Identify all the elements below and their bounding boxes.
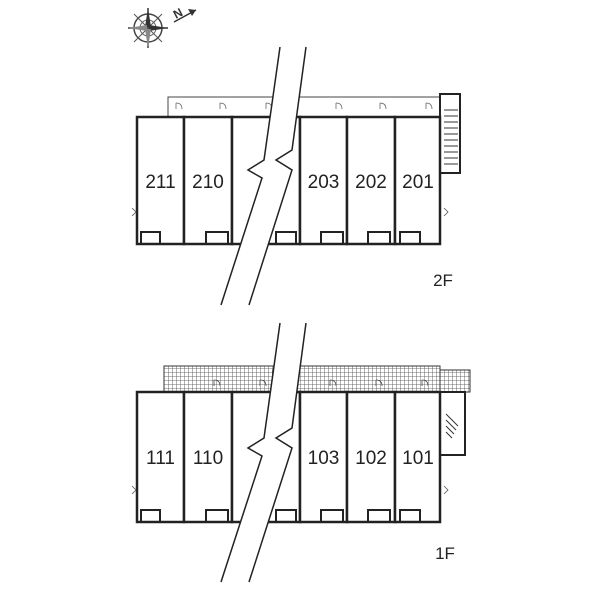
unit-label-211: 211 (145, 172, 175, 193)
floor-label-2f: 2F (433, 271, 453, 290)
walkway-1f (163, 365, 441, 393)
corridor-2f (167, 96, 441, 118)
unit-label-202: 202 (355, 172, 387, 193)
unit-1f-111 (135, 390, 186, 524)
window-right-1f (443, 485, 449, 495)
unit-2f-211 (135, 115, 186, 246)
break-symbol-1f (220, 322, 307, 583)
unit-1f-102 (345, 390, 397, 524)
stair-landing-1f (439, 369, 471, 393)
unit-label-210: 210 (192, 172, 224, 193)
unit-1f-110 (182, 390, 234, 524)
unit-label-110: 110 (193, 448, 223, 469)
stair-treads-1f-icon (445, 413, 459, 439)
floor-label-1f: 1F (435, 544, 455, 563)
break-symbol-2f (220, 46, 307, 306)
door-arcs-1f (213, 379, 429, 387)
unit-label-201: 201 (402, 172, 434, 193)
compass: N (128, 5, 197, 48)
compass-rose-icon (128, 8, 168, 48)
unit-label-101: 101 (402, 448, 434, 469)
compass-north-letter: N (171, 5, 185, 21)
unit-1f-103 (298, 390, 349, 524)
north-arrow-head-icon (188, 9, 196, 16)
door-arcs-2f (175, 102, 433, 110)
stair-treads-icon (444, 109, 458, 165)
stair-1f (440, 391, 466, 456)
unit-label-103: 103 (308, 448, 340, 469)
unit-2f-202 (345, 115, 397, 246)
unit-label-102: 102 (355, 448, 387, 469)
window-left-2f (131, 207, 137, 217)
floor-2f: 211 210 203 202 201 2F (131, 46, 461, 306)
unit-2f-203 (298, 115, 349, 246)
unit-label-111: 111 (146, 448, 175, 469)
window-right-2f (443, 207, 449, 217)
window-left-1f (131, 485, 137, 495)
floor-1f: 111 110 103 102 101 1F (131, 322, 471, 583)
unit-label-203: 203 (308, 172, 340, 193)
